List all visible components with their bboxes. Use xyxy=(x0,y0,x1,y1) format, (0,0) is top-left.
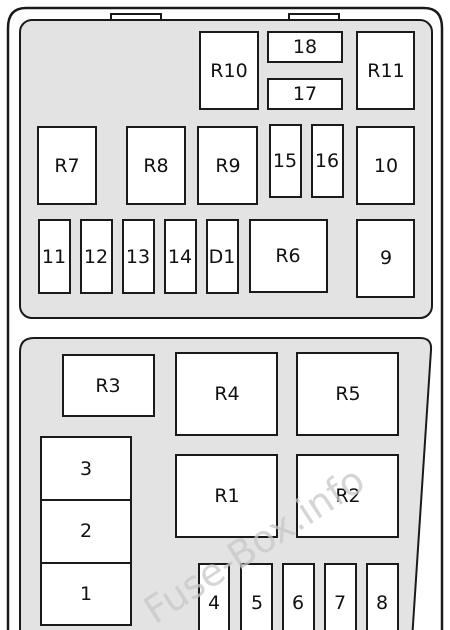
relay-R5: R5 xyxy=(296,352,399,436)
relay-R7-label: R7 xyxy=(54,155,79,177)
fuse-9-label: 9 xyxy=(380,247,392,269)
relay-R11-label: R11 xyxy=(367,60,404,82)
fuse-4: 4 xyxy=(198,563,230,630)
fuse-13-label: 13 xyxy=(126,246,150,268)
fuse-16: 16 xyxy=(311,124,344,198)
fuse-18-label: 18 xyxy=(293,36,317,58)
relay-R2: R2 xyxy=(296,454,399,538)
fuse-9: 9 xyxy=(356,219,415,298)
fuse-1: 1 xyxy=(40,562,132,626)
fuse-8-label: 8 xyxy=(376,592,388,614)
relay-R3: R3 xyxy=(62,354,155,417)
fuse-3-label: 3 xyxy=(80,458,92,480)
fuse-8: 8 xyxy=(366,563,399,630)
fuse-12-label: 12 xyxy=(84,246,108,268)
diode-D1: D1 xyxy=(206,219,239,294)
relay-R6: R6 xyxy=(249,219,328,293)
relay-R1-label: R1 xyxy=(214,485,239,507)
fuse-2: 2 xyxy=(40,499,132,564)
relay-R4-label: R4 xyxy=(214,383,239,405)
fuse-11-label: 11 xyxy=(42,246,66,268)
relay-R11: R11 xyxy=(356,31,415,110)
fuse-7: 7 xyxy=(324,563,357,630)
relay-R8-label: R8 xyxy=(143,155,168,177)
relay-R8: R8 xyxy=(126,126,186,205)
fuse-2-label: 2 xyxy=(80,520,92,542)
fuse-17: 17 xyxy=(267,78,343,110)
fuse-7-label: 7 xyxy=(334,592,346,614)
fuse-14-label: 14 xyxy=(168,246,192,268)
relay-R10: R10 xyxy=(199,31,259,110)
relay-R9: R9 xyxy=(197,126,258,205)
relay-R3-label: R3 xyxy=(95,375,120,397)
fuse-6-label: 6 xyxy=(292,592,304,614)
relay-R2-label: R2 xyxy=(335,485,360,507)
upper-block: R10 18 17 R11 R7 R8 R9 15 16 10 11 12 13… xyxy=(37,31,415,298)
fuse-10-label: 10 xyxy=(374,155,398,177)
relay-R4: R4 xyxy=(175,352,278,436)
fuse-3: 3 xyxy=(40,436,132,501)
fuse-10: 10 xyxy=(356,126,415,205)
relay-R7: R7 xyxy=(37,126,97,205)
fuse-15: 15 xyxy=(269,124,302,198)
relay-R6-label: R6 xyxy=(275,245,300,267)
relay-R5-label: R5 xyxy=(335,383,360,405)
lower-block: R3 R4 R5 3 2 1 R1 R2 4 5 6 7 8 xyxy=(40,352,399,630)
fuse-14: 14 xyxy=(164,219,197,294)
fuse-16-label: 16 xyxy=(315,150,339,172)
fuse-1-label: 1 xyxy=(80,583,92,605)
fuse-11: 11 xyxy=(38,219,71,294)
fuse-13: 13 xyxy=(122,219,155,294)
diode-D1-label: D1 xyxy=(209,246,236,268)
fuse-17-label: 17 xyxy=(293,83,317,105)
relay-R10-label: R10 xyxy=(210,60,247,82)
fuse-5-label: 5 xyxy=(251,592,263,614)
relay-R9-label: R9 xyxy=(215,155,240,177)
fuse-15-label: 15 xyxy=(273,150,297,172)
fuse-5: 5 xyxy=(240,563,273,630)
fuse-4-label: 4 xyxy=(208,592,220,614)
relay-R1: R1 xyxy=(175,454,278,538)
fuse-18: 18 xyxy=(267,31,343,63)
fuse-6: 6 xyxy=(282,563,315,630)
fuse-12: 12 xyxy=(80,219,113,294)
